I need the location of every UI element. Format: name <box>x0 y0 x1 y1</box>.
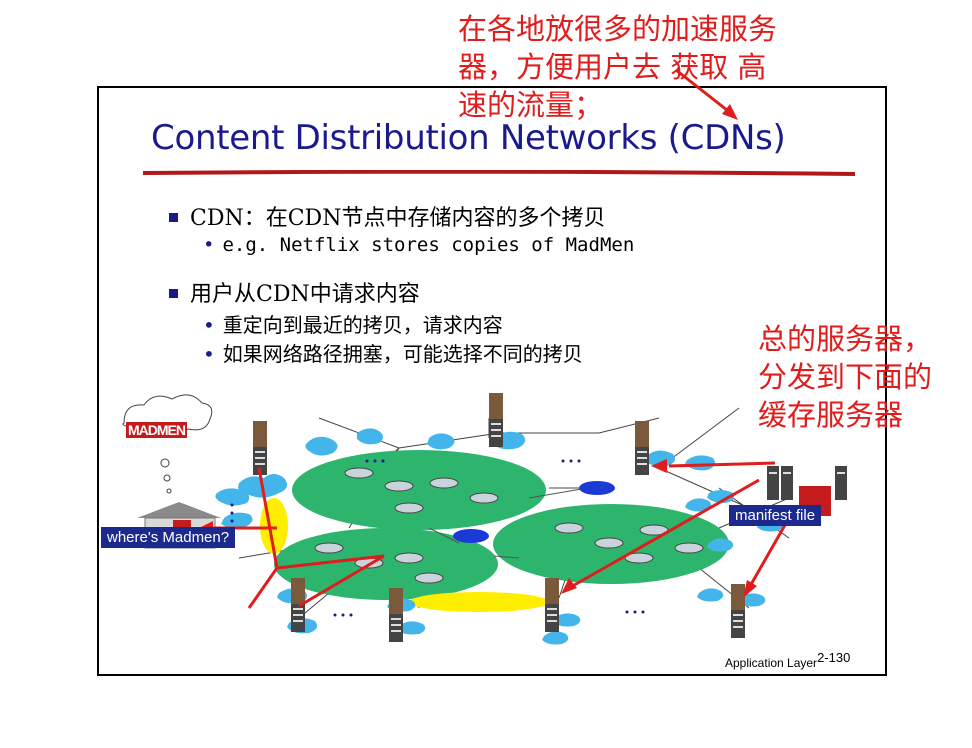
bullet-1: CDN：在CDN节点中存储内容的多个拷贝 <box>169 200 605 232</box>
annotation-arrow-top <box>675 68 738 120</box>
manifest-file-label: manifest file <box>729 505 822 526</box>
annotation-top: 在各地放很多的加速服务 器，方便用户去 获取 高 速的流量； <box>458 12 778 122</box>
cdn-server-icons <box>253 393 847 642</box>
annotation-right: 总的服务器， 分发到下面的 缓存服务器 <box>758 322 933 432</box>
bullet-2: 用户从CDN中请求内容 <box>169 276 420 308</box>
bullet-1-sub-1: •e.g. Netflix stores copies of MadMen <box>203 234 635 256</box>
isp-network-top <box>292 450 546 530</box>
slide-footer: Application Layer2-130 <box>725 650 851 670</box>
annotation-arrows <box>204 461 791 609</box>
bullet-2-sub-1: •重定向到最近的拷贝，请求内容 <box>203 313 503 337</box>
cdn-network-diagram <box>122 393 847 645</box>
bullet-square-icon <box>169 212 178 222</box>
title-underline <box>143 170 855 176</box>
bullet-2-sub-2: •如果网络路径拥塞，可能选择不同的拷贝 <box>203 342 583 366</box>
madmen-logo: MADMEN <box>126 422 187 438</box>
bullet-square-icon <box>169 288 178 298</box>
where-madmen-label: where's Madmen? <box>101 527 236 548</box>
slide: Content Distribution Networks (CDNs) CDN… <box>97 86 887 676</box>
slide-title: Content Distribution Networks (CDNs) <box>151 118 786 158</box>
thought-bubble <box>122 394 213 494</box>
